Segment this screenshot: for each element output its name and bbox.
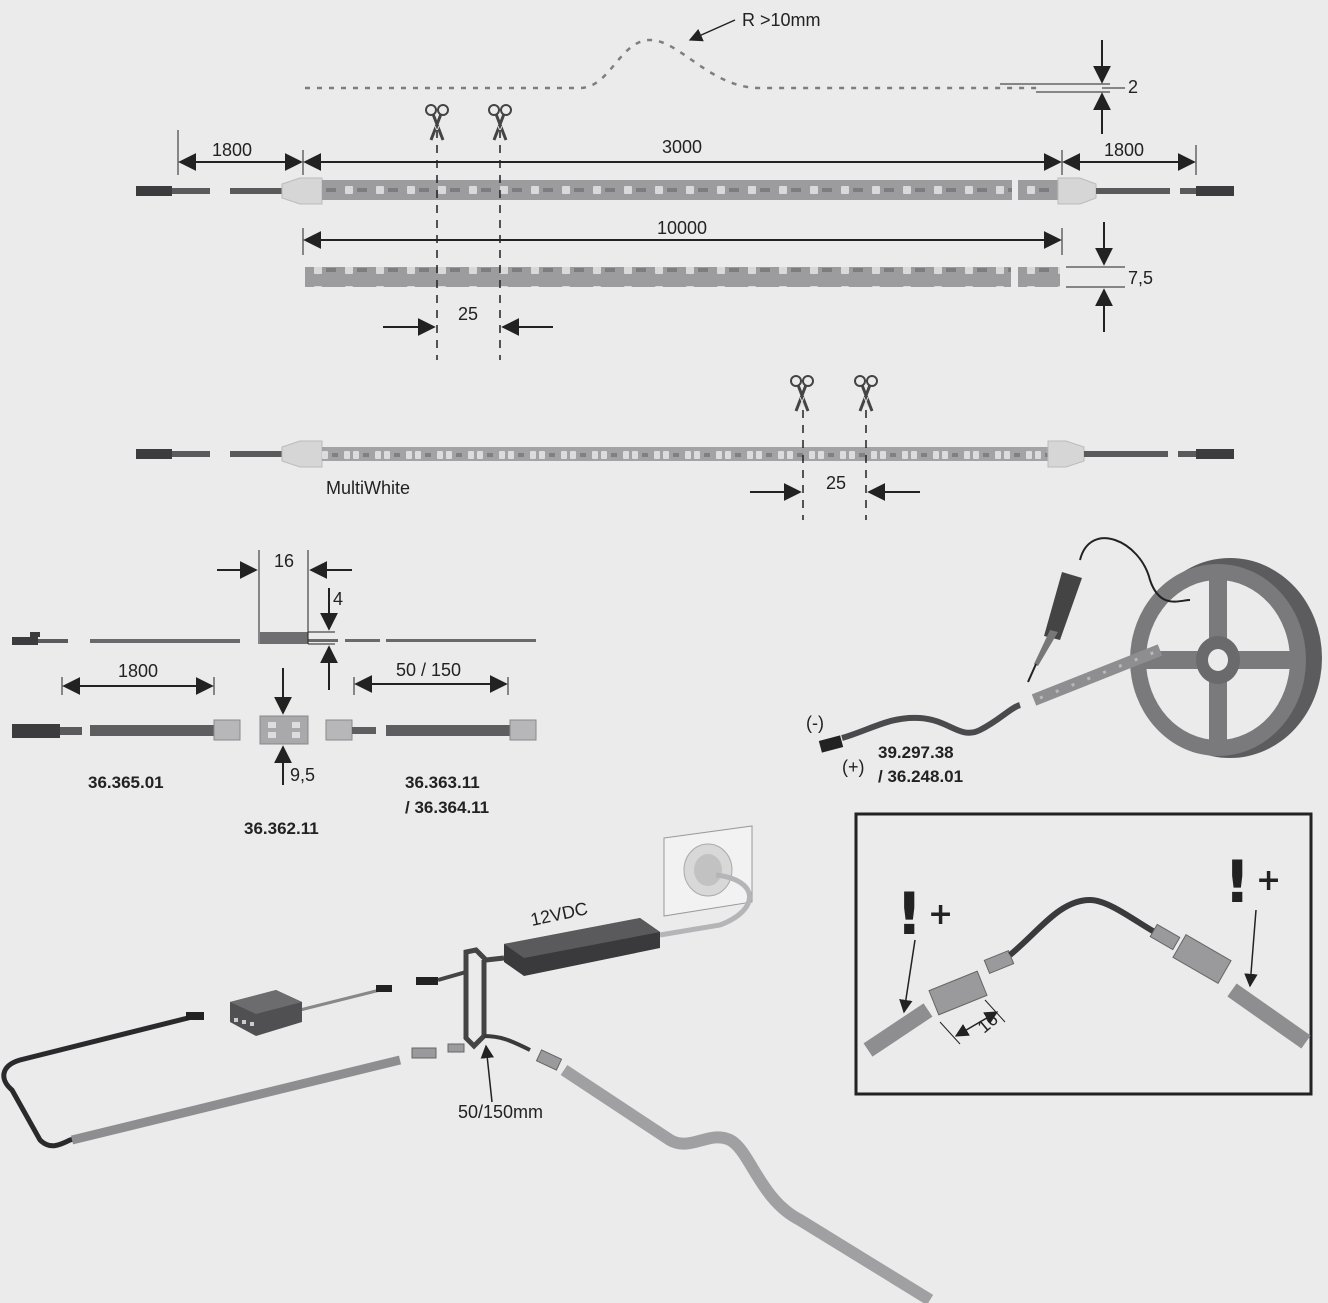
- connector-height: 4: [333, 589, 343, 609]
- scissors-icon: [853, 374, 879, 413]
- power-socket-icon: [663, 825, 753, 917]
- inset-gap: 16: [974, 1009, 1002, 1037]
- strip-with-leads: [136, 177, 1234, 205]
- plug: [186, 1012, 204, 1020]
- plug: [376, 985, 392, 992]
- link-cable: [483, 1034, 531, 1052]
- lead: [437, 970, 467, 982]
- multiwhite-label: MultiWhite: [326, 478, 410, 498]
- led-reel-icon: [1130, 558, 1322, 758]
- connector: [447, 1043, 465, 1053]
- inset-illustration: [863, 896, 1311, 1057]
- warning-left-icon: !: [896, 880, 922, 948]
- code-link-line2: / 36.364.11: [405, 798, 489, 817]
- distributor-icon: [230, 990, 302, 1036]
- strip-side-profile: [305, 38, 1110, 93]
- connector-top-view: [12, 715, 537, 745]
- code-connector: 36.362.11: [244, 819, 319, 838]
- multiwhite-cut-lines: [802, 410, 867, 520]
- thickness-label: 2: [1128, 77, 1138, 97]
- code-lead: 36.365.01: [88, 773, 164, 792]
- solder-strip-cable: [818, 644, 1163, 753]
- code-link-line1: 36.363.11: [405, 773, 480, 792]
- cable-left-length: 1800: [212, 140, 252, 160]
- width-dimension: [1066, 222, 1125, 332]
- thickness-dimension: [1093, 40, 1125, 134]
- strip-reel-length: [302, 228, 1063, 287]
- width-label: 7,5: [1128, 268, 1153, 288]
- warning-left-plus: +: [928, 897, 953, 932]
- strip-left: [70, 1055, 402, 1145]
- lead-length-dimension: [61, 677, 215, 695]
- link-length: 50 / 150: [396, 660, 461, 680]
- connector-side-view: [12, 632, 536, 645]
- multiwhite-cut-pitch: 25: [826, 473, 846, 493]
- multiwhite-strip: [136, 440, 1234, 468]
- power-supply-icon: [504, 918, 660, 976]
- connector: [535, 1049, 563, 1071]
- lead-dimensions: [177, 130, 1197, 175]
- plug: [416, 977, 438, 985]
- cut-lines: [436, 130, 501, 360]
- connector-width-dimension: [217, 550, 352, 644]
- strip-right: [560, 1064, 934, 1303]
- connector: [411, 1047, 437, 1059]
- polarity-positive: (+): [842, 757, 865, 777]
- strip-length: 3000: [662, 137, 702, 157]
- link-mm-leader: [480, 1044, 495, 1103]
- cut-pitch: 25: [458, 304, 478, 324]
- connection-detail-box: [854, 812, 1313, 1096]
- lead-length: 1800: [118, 661, 158, 681]
- warning-right-icon: !: [1224, 848, 1250, 916]
- connector-height-dimension: [308, 588, 338, 690]
- distributor-cable: [1, 1012, 201, 1149]
- code-solder-line1: 39.297.38: [878, 743, 954, 762]
- psu-output-cable: [463, 947, 505, 1050]
- code-solder-line2: / 36.248.01: [878, 767, 963, 786]
- connector-width: 16: [274, 551, 294, 571]
- bend-radius-label: R >10mm: [742, 10, 821, 30]
- scissors-icon: [789, 374, 815, 413]
- voltage-label: 12VDC: [529, 898, 590, 930]
- reel-length: 10000: [657, 218, 707, 238]
- connector-depth: 9,5: [290, 765, 315, 785]
- soldering-iron-icon: [1027, 537, 1191, 683]
- psu-to-distributor-cable: [299, 988, 381, 1012]
- cable-right-length: 1800: [1104, 140, 1144, 160]
- link-mm-label: 50/150mm: [458, 1102, 543, 1122]
- bend-radius-leader: [688, 19, 736, 42]
- link-length-dimension: [353, 675, 509, 695]
- polarity-negative: (-): [806, 713, 824, 733]
- warning-right-plus: +: [1256, 863, 1281, 898]
- mains-cable: [659, 872, 752, 938]
